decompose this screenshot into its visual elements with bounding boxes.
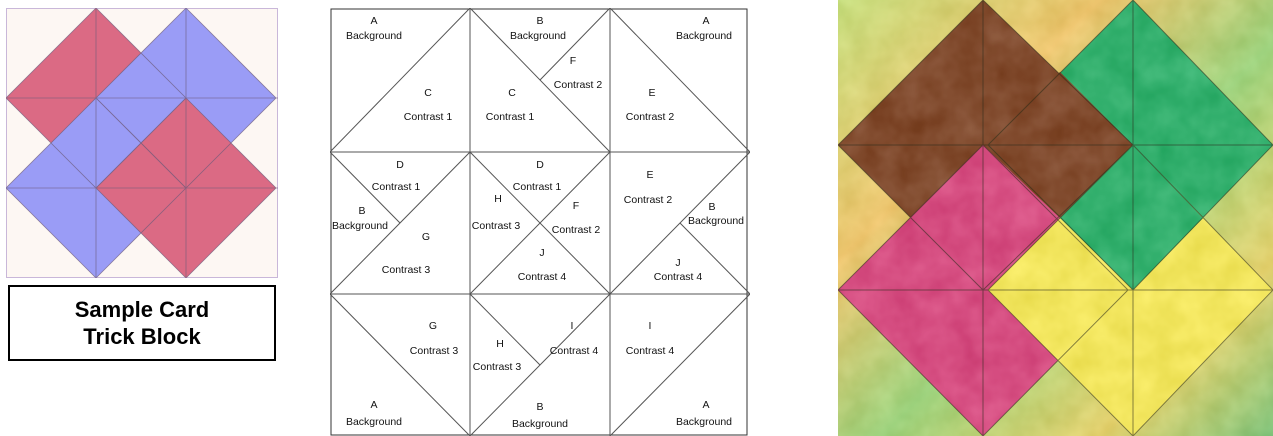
label-letter: F xyxy=(573,200,579,212)
label-name: Contrast 3 xyxy=(382,264,431,276)
label-name: Background xyxy=(346,30,402,42)
label-letter: F xyxy=(570,55,576,67)
label-name: Background xyxy=(512,418,568,430)
label-name: Background xyxy=(676,416,732,428)
label-name: Contrast 2 xyxy=(626,111,675,123)
label-name: Contrast 4 xyxy=(550,345,599,357)
label-letter: G xyxy=(422,231,430,243)
label-name: Contrast 4 xyxy=(518,271,567,283)
label-name: Contrast 3 xyxy=(410,345,459,357)
label-letter: A xyxy=(702,399,709,411)
label-letter: I xyxy=(649,320,652,332)
label-name: Contrast 1 xyxy=(372,181,421,193)
label-name: Contrast 1 xyxy=(513,181,562,193)
label-name: Contrast 2 xyxy=(554,79,603,91)
label-letter: H xyxy=(496,338,504,350)
label-letter: B xyxy=(708,201,715,213)
label-name: Background xyxy=(346,416,402,428)
label-letter: G xyxy=(429,320,437,332)
label-name: Contrast 1 xyxy=(404,111,453,123)
sample-block-illustration xyxy=(6,8,278,278)
label-letter: B xyxy=(536,15,543,27)
caption-line-1: Sample Card xyxy=(75,296,210,323)
label-name: Contrast 2 xyxy=(552,224,601,236)
label-letter: A xyxy=(370,15,377,27)
label-letter: H xyxy=(494,193,502,205)
label-letter: A xyxy=(702,15,709,27)
label-name: Contrast 1 xyxy=(486,111,535,123)
label-letter: D xyxy=(396,159,404,171)
label-letter: A xyxy=(370,399,377,411)
label-letter: C xyxy=(508,87,516,99)
label-name: Contrast 3 xyxy=(473,361,522,373)
label-letter: C xyxy=(424,87,432,99)
label-name: Contrast 3 xyxy=(472,220,521,232)
label-name: Contrast 4 xyxy=(626,345,675,357)
label-letter: B xyxy=(536,401,543,413)
label-letter: B xyxy=(358,205,365,217)
label-name: Background xyxy=(676,30,732,42)
label-name: Background xyxy=(332,220,388,232)
label-name: Background xyxy=(510,30,566,42)
fabric-block-photo xyxy=(838,0,1273,436)
label-letter: J xyxy=(539,247,544,259)
label-letter: D xyxy=(536,159,544,171)
label-letter: J xyxy=(675,257,680,269)
caption-line-2: Trick Block xyxy=(83,323,200,350)
label-name: Contrast 2 xyxy=(624,194,673,206)
piecing-diagram: A Background C Contrast 1 B Background F… xyxy=(330,8,750,436)
label-letter: E xyxy=(648,87,655,99)
label-name: Background xyxy=(688,215,744,227)
caption-box: Sample Card Trick Block xyxy=(8,285,276,361)
label-letter: E xyxy=(646,169,653,181)
label-name: Contrast 4 xyxy=(654,271,703,283)
label-letter: I xyxy=(571,320,574,332)
